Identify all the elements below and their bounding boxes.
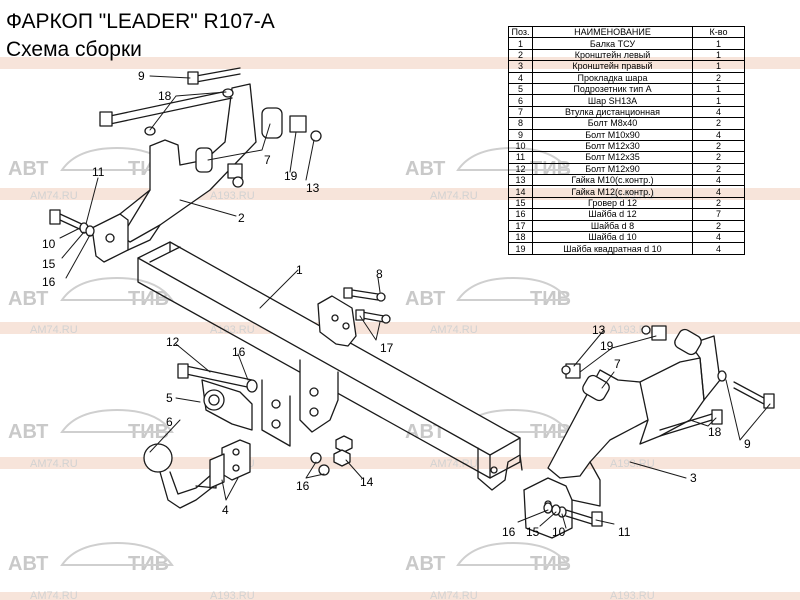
- wm-site: AM74.RU: [30, 324, 78, 336]
- part-qty-cell: 1: [692, 37, 745, 50]
- right-bracket-part: [523, 325, 775, 539]
- callout-ball-12: 12: [166, 335, 180, 349]
- callout-left-7: 7: [264, 153, 271, 167]
- callout-left-9: 9: [138, 69, 145, 83]
- callout-beam-1: 1: [296, 263, 303, 277]
- beam-part: [137, 241, 523, 491]
- parts-table-header: Поз. НАИМЕНОВАНИЕ К-во: [508, 25, 745, 39]
- wm-site: A193.RU: [610, 458, 655, 470]
- callout-ball-16b: 16: [296, 479, 310, 493]
- wm-brand-left: АВТ: [8, 421, 48, 443]
- callout-right-11: 11: [618, 525, 631, 539]
- wm-brand-left: АВТ: [405, 158, 445, 180]
- callout-left-16: 16: [42, 275, 56, 289]
- left-bracket-part: [91, 83, 257, 263]
- callout-left-15: 15: [42, 257, 56, 271]
- wm-site: A193.RU: [610, 590, 655, 600]
- leader-lines: [59, 75, 771, 529]
- callout-right-19: 19: [600, 339, 614, 353]
- callout-right-18: 18: [708, 425, 722, 439]
- part-name-cell: Балка ТСУ: [532, 37, 693, 50]
- callout-ball-6: 6: [166, 415, 173, 429]
- wm-site: A193.RU: [210, 190, 255, 202]
- wm-site: A193.RU: [210, 590, 255, 600]
- wm-site: AM74.RU: [430, 190, 478, 202]
- callout-right-3: 3: [690, 471, 697, 485]
- wm-site: AM74.RU: [30, 190, 78, 202]
- callout-left-11: 11: [92, 165, 105, 179]
- callout-numbers: 9 18 7 19 13 11 2 10 15 16 1 8 17 12 16 …: [42, 69, 751, 539]
- callout-left-19: 19: [284, 169, 298, 183]
- part-name-cell: Кронштейн левый: [532, 48, 693, 62]
- wm-site: AM74.RU: [430, 590, 478, 600]
- wm-brand-left: АВТ: [405, 288, 445, 310]
- wm-site: AM74.RU: [430, 324, 478, 336]
- callout-right-10: 10: [552, 525, 566, 539]
- callout-bolt-8: 8: [376, 267, 383, 281]
- callout-washer-17: 17: [380, 341, 394, 355]
- wm-brand-left: АВТ: [8, 288, 48, 310]
- callout-left-18: 18: [158, 89, 172, 103]
- callout-ball-4: 4: [222, 503, 229, 517]
- col-header-qty: К-во: [692, 25, 745, 39]
- callout-ball-14: 14: [360, 475, 374, 489]
- callout-left-2: 2: [238, 211, 245, 225]
- wm-brand-left: АВТ: [8, 158, 48, 180]
- part-name-cell: Шайба квадратная d 10: [532, 242, 693, 255]
- center-bolts: [343, 287, 391, 324]
- drawing-title: ФАРКОП "LEADER" R107-A: [6, 10, 275, 33]
- wm-site: AM74.RU: [30, 458, 78, 470]
- callout-right-13: 13: [592, 323, 606, 337]
- wm-brand-left: АВТ: [405, 553, 445, 575]
- callout-left-13: 13: [306, 181, 320, 195]
- wm-site: AM74.RU: [430, 458, 478, 470]
- callout-left-10: 10: [42, 237, 56, 251]
- callout-right-16: 16: [502, 525, 516, 539]
- ball-assembly: [143, 363, 353, 509]
- callout-ball-16: 16: [232, 345, 246, 359]
- wm-brand-left: АВТ: [8, 553, 48, 575]
- wm-brand-left: АВТ: [405, 421, 445, 443]
- drawing-subtitle: Схема сборки: [6, 38, 142, 61]
- left-bolts: [49, 67, 322, 237]
- part-qty-cell: 4: [692, 242, 745, 255]
- wm-site: AM74.RU: [30, 590, 78, 600]
- callout-right-15: 15: [526, 525, 540, 539]
- callout-ball-5: 5: [166, 391, 173, 405]
- callout-right-9: 9: [744, 437, 751, 451]
- wm-site: A193.RU: [210, 324, 255, 336]
- callout-right-7: 7: [614, 357, 621, 371]
- part-qty-cell: 1: [692, 48, 745, 62]
